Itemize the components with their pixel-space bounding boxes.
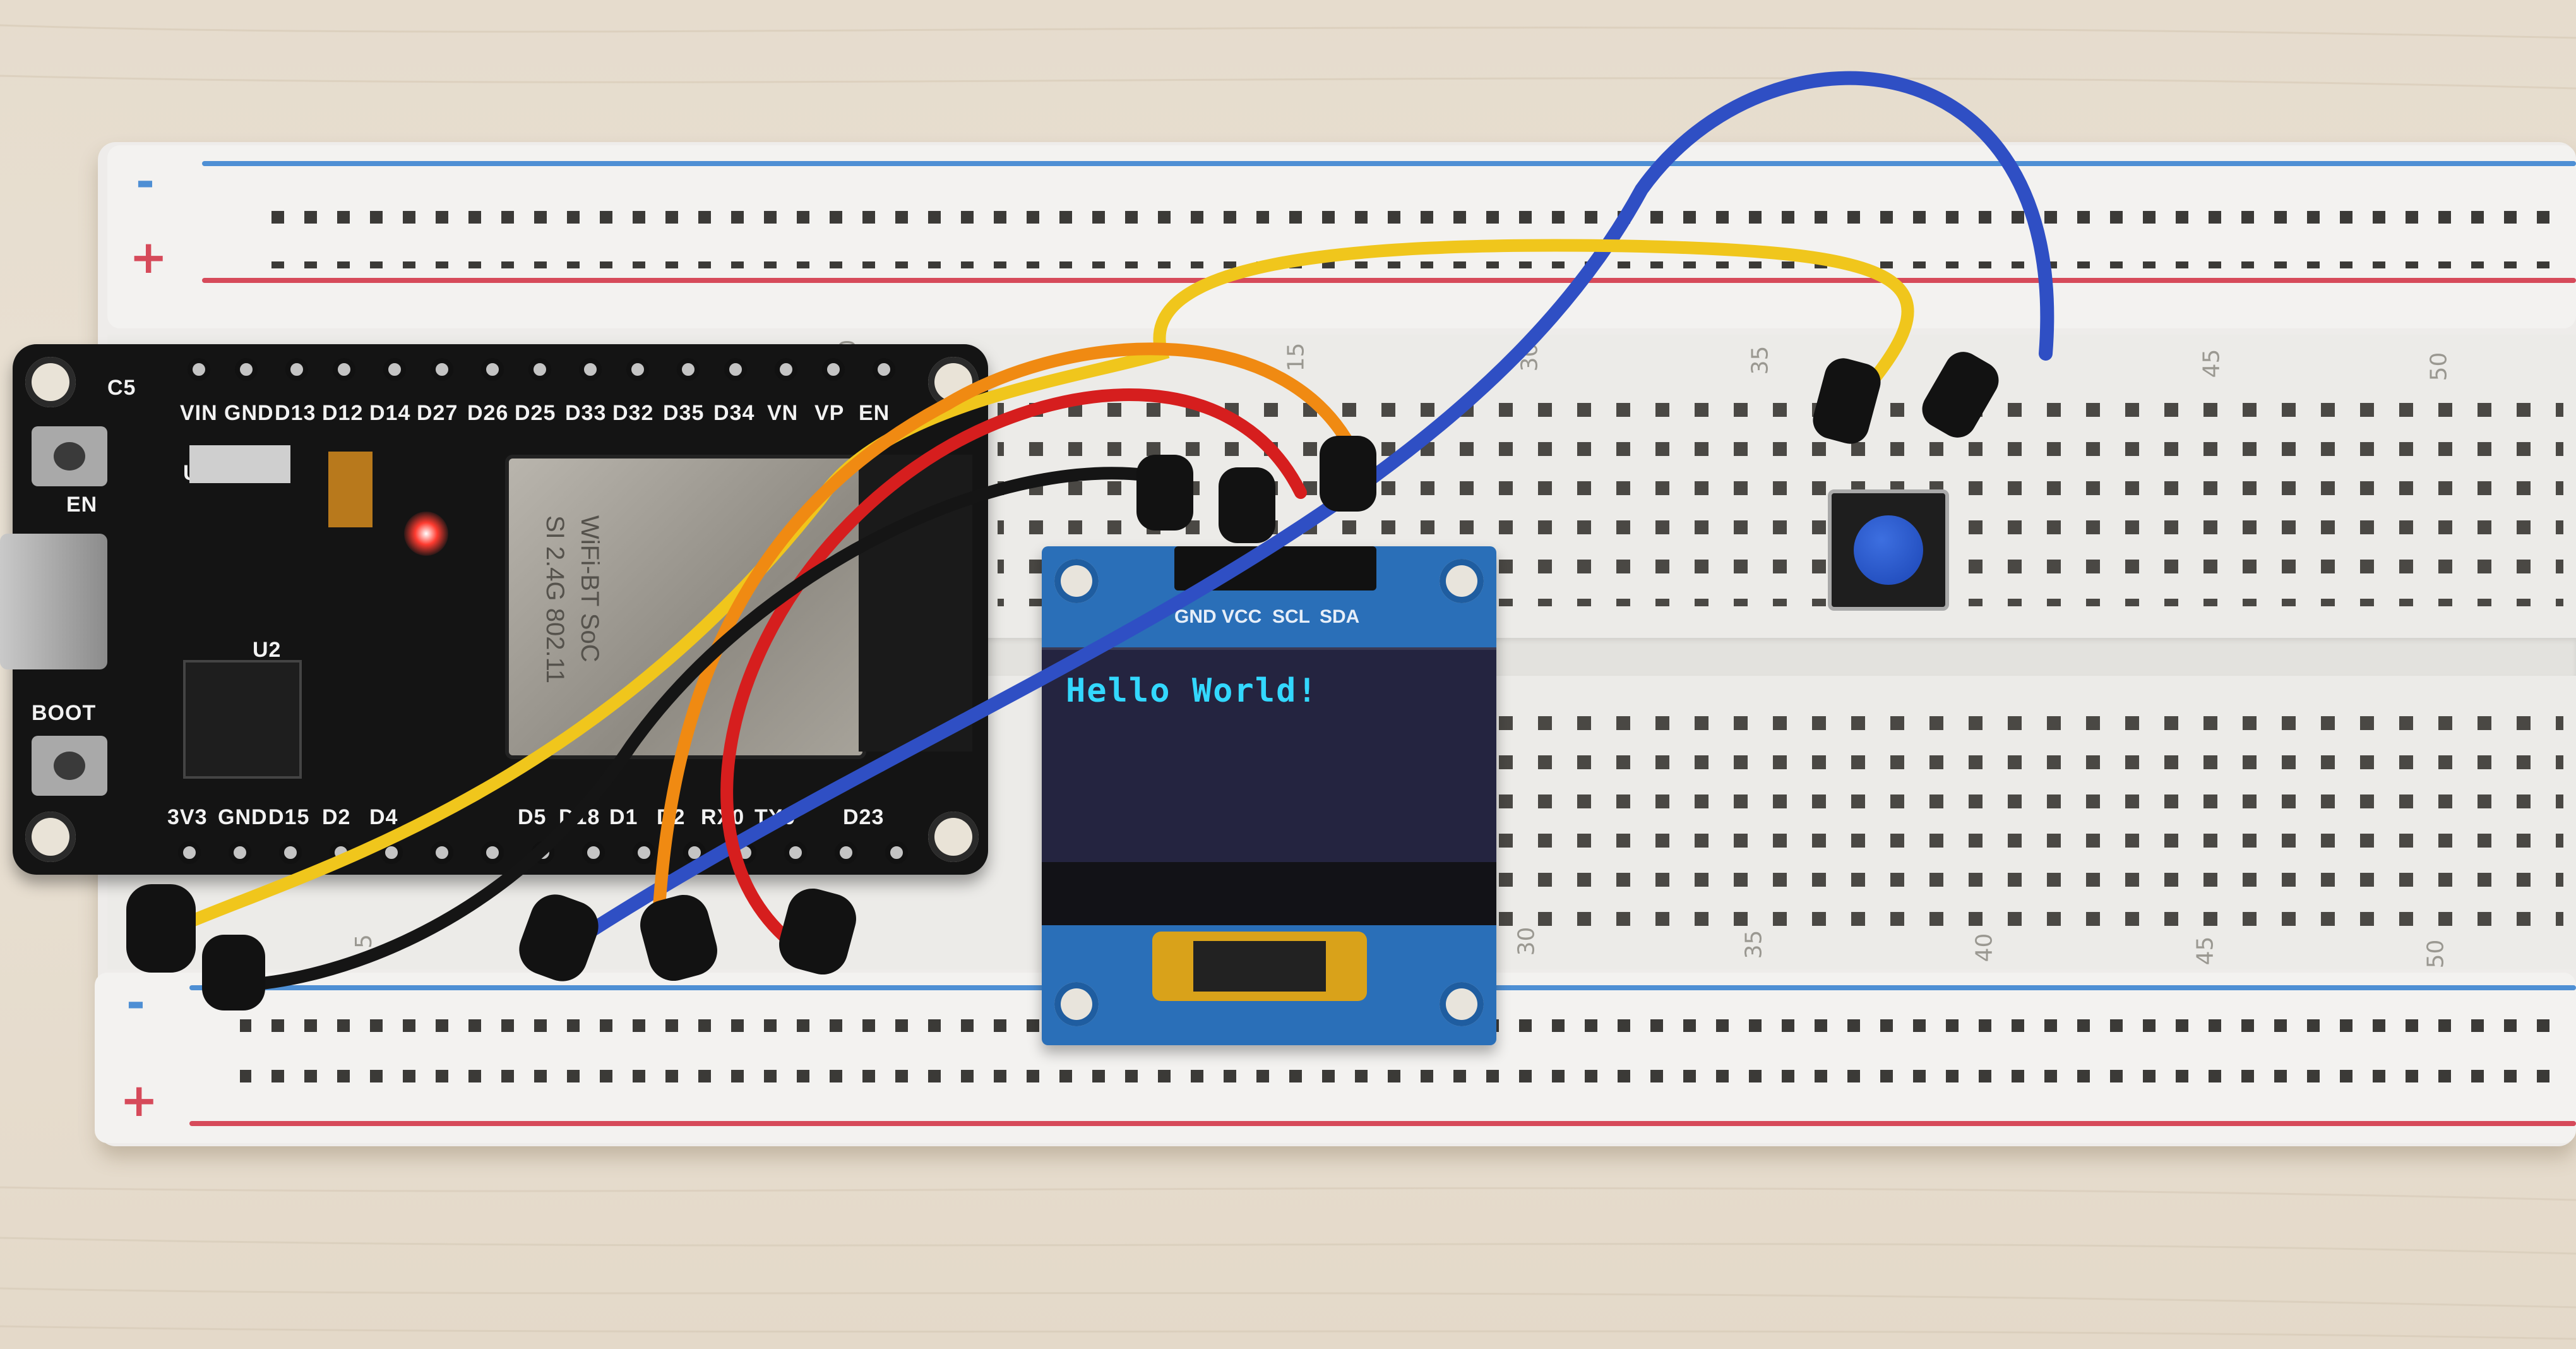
usb-uart-chip [183,660,302,779]
black-jumper-wire [224,467,1181,992]
oled-mount-hole [1440,559,1484,603]
pin-label: EN [859,401,890,425]
pin-label: D5 [518,805,547,829]
top-rail-red-line [202,278,2576,283]
oled-pin-label-gnd: GND [1174,606,1217,627]
pin-label: VP [814,401,845,425]
wire-plug [640,894,717,981]
blue-jumper-wire [549,71,2054,961]
pin-label: D25 [515,401,556,425]
pin-label: VN [767,401,799,425]
pin-label: D2 [322,805,351,829]
pin-label: D14 [369,401,411,425]
orange-jumper-wire [650,342,1364,960]
mount-hole [25,357,76,407]
push-button[interactable] [1828,489,1949,611]
oled-pin-label-sda: SDA [1320,606,1360,627]
oled-pin-label-scl: SCL [1272,606,1310,627]
pin-label: D32 [612,401,654,425]
wire-plug [1813,358,1881,444]
oled-mount-hole [1054,982,1099,1026]
top-rail-blue-line [202,161,2576,166]
label-u2: U2 [253,638,282,662]
wire-plug [1320,436,1376,512]
pin-label: D33 [565,401,607,425]
label-c5: C5 [107,376,136,400]
pin-label: D12 [322,401,364,425]
wire-plug [202,935,265,1010]
oled-mount-hole [1054,559,1099,603]
pin-label: D23 [843,805,885,829]
yellow-jumper-wire [142,239,1914,947]
oled-mount-hole [1440,982,1484,1026]
power-led-red [404,512,448,556]
bottom-rail-red-line [189,1121,2576,1126]
pin-label: D13 [275,401,316,425]
wire-plug [1922,352,1999,438]
pin-label: D1 [609,805,638,829]
bottom-rail-plus-sign: + [120,1074,158,1127]
red-jumper-wire [720,388,1307,957]
mount-hole [928,812,979,862]
pin-label: 3V3 [167,805,208,829]
smd-capacitor [328,452,373,527]
wire-plug [1136,455,1193,531]
smd-component [189,445,290,483]
push-button-cap[interactable] [1854,515,1923,585]
top-rail-plus-sign: + [129,231,168,284]
bottom-rail-minus-sign: - [126,976,145,1029]
wire-plug [126,884,196,973]
boot-button[interactable] [32,736,107,796]
mount-hole [25,812,76,862]
pin-label: D27 [417,401,458,425]
oled-screen-text: Hello World! [1066,672,1318,710]
pin-label: GND [218,805,268,829]
label-en: EN [66,493,98,517]
pin-label: D26 [467,401,509,425]
wire-plug [1219,467,1275,543]
pin-label: D15 [268,805,310,829]
oled-flex-connector [1193,941,1326,992]
pin-label: GND [224,401,274,425]
pin-label: D4 [369,805,398,829]
oled-bezel [1042,862,1496,925]
top-rail-minus-sign: - [136,155,155,208]
micro-usb-port [0,534,107,669]
pin-label: D34 [713,401,755,425]
pin-label: D35 [663,401,705,425]
oled-screen: Hello World! [1042,647,1496,865]
wire-plug [779,888,856,975]
wire-plug [519,894,599,981]
oled-pin-label-vcc: VCC [1222,606,1262,627]
label-boot: BOOT [32,701,97,725]
oled-display-module: GND VCC SCL SDA Hello World! [1042,546,1496,1045]
en-reset-button[interactable] [32,426,107,486]
pin-label: VIN [180,401,218,425]
